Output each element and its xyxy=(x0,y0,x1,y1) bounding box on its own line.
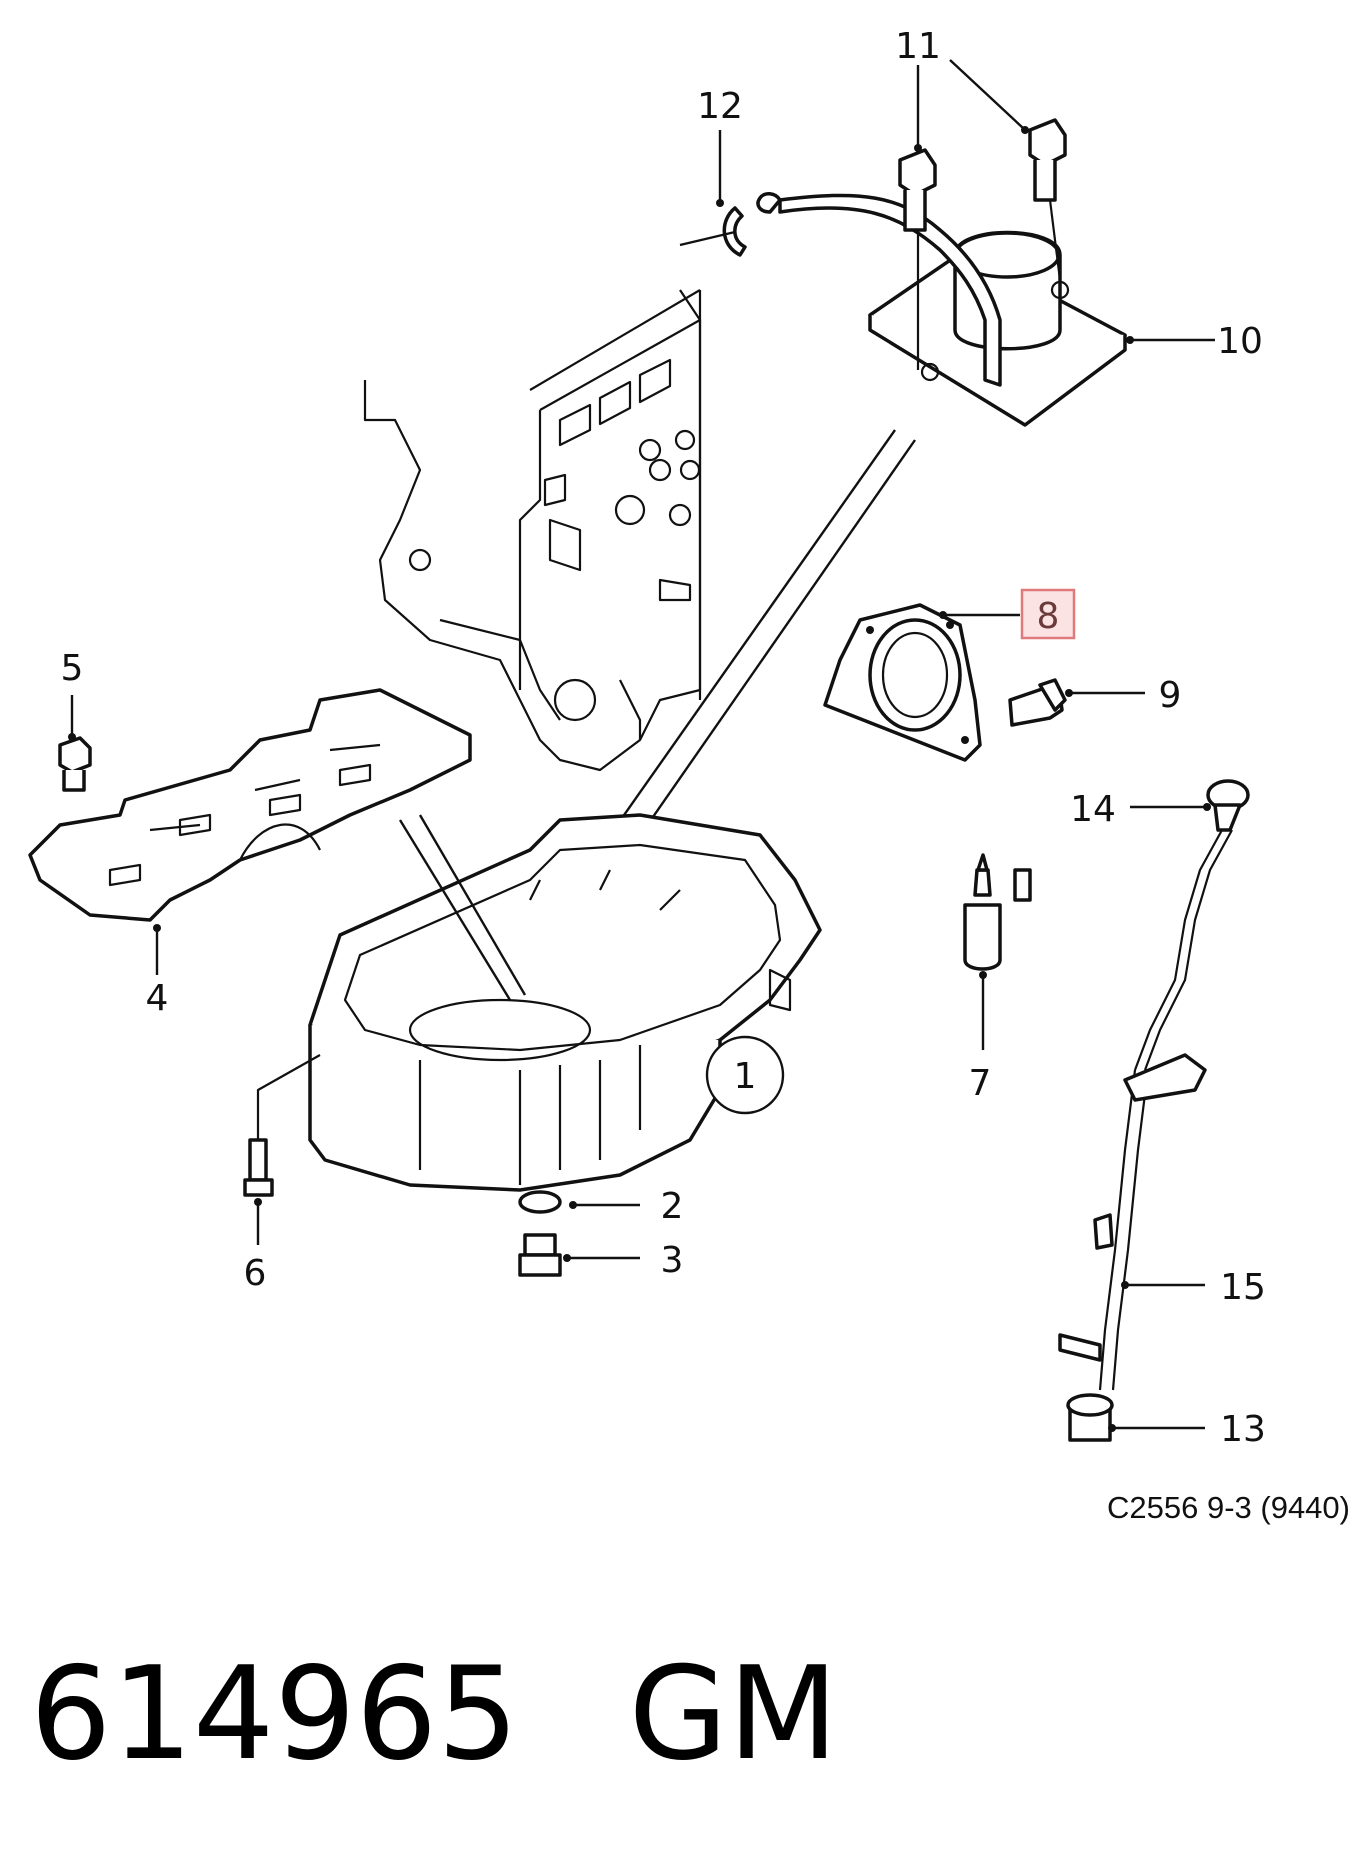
callout-6[interactable]: 6 xyxy=(244,1253,267,1294)
part-12-circlip xyxy=(679,206,747,257)
callout-3[interactable]: 3 xyxy=(661,1240,684,1281)
part-6-bolt xyxy=(243,1054,321,1197)
part-9-bolt xyxy=(1008,678,1067,727)
callout-2[interactable]: 2 xyxy=(661,1186,684,1227)
part-5-bolt xyxy=(58,736,92,792)
part-15-dipstick-tube xyxy=(1058,1053,1207,1391)
callout-8-highlight xyxy=(1020,588,1076,640)
engine-block-outline xyxy=(363,289,702,772)
part-10-oil-pickup xyxy=(756,192,1127,427)
callout-7[interactable]: 7 xyxy=(969,1063,992,1104)
exploded-parts-diagram: 1 2 3 4 5 6 7 8 9 10 11 12 13 14 15 xyxy=(28,26,1266,1450)
part-8-seal-housing xyxy=(823,603,982,762)
part-2-washer xyxy=(518,1190,562,1214)
part-7-sealant-tube xyxy=(963,853,1032,971)
part-3-drain-plug xyxy=(518,1233,562,1277)
callout-12[interactable]: 12 xyxy=(697,86,743,127)
diagram-reference-code: C2556 9-3 (9440) xyxy=(1107,1490,1350,1525)
leader-lines xyxy=(68,59,1215,1432)
part-13-grommet xyxy=(1066,1393,1114,1442)
part-1-oil-pan xyxy=(308,813,822,1192)
part-number: 614965 xyxy=(30,1640,519,1789)
part-4-baffle-plate xyxy=(28,688,472,922)
part-11-bolts xyxy=(898,118,1067,370)
callout-11[interactable]: 11 xyxy=(895,26,941,67)
callout-15[interactable]: 15 xyxy=(1220,1267,1266,1308)
callout-14[interactable]: 14 xyxy=(1070,789,1116,830)
callout-13[interactable]: 13 xyxy=(1220,1409,1266,1450)
callout-8[interactable]: 8 xyxy=(1037,596,1060,637)
callout-10[interactable]: 10 xyxy=(1217,321,1263,362)
callout-4[interactable]: 4 xyxy=(146,978,169,1019)
part-footer: 614965 GM xyxy=(30,1640,1350,1790)
callout-1[interactable]: 1 xyxy=(734,1056,757,1097)
part-14-dipstick xyxy=(1133,779,1250,1071)
callout-1-circle xyxy=(705,1035,785,1115)
callout-5[interactable]: 5 xyxy=(61,648,84,689)
callout-9[interactable]: 9 xyxy=(1159,675,1182,716)
brand-name: GM xyxy=(628,1640,839,1789)
